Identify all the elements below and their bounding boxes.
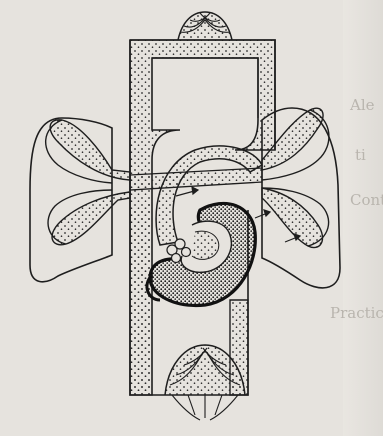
margin-text: Ale [349,96,375,114]
upper-capillary-bed [178,12,232,40]
margin-text: ti [355,146,366,164]
margin-text: Practice S [330,304,383,322]
margin-text: Contr [350,191,383,209]
left-lung-loop [46,120,130,245]
